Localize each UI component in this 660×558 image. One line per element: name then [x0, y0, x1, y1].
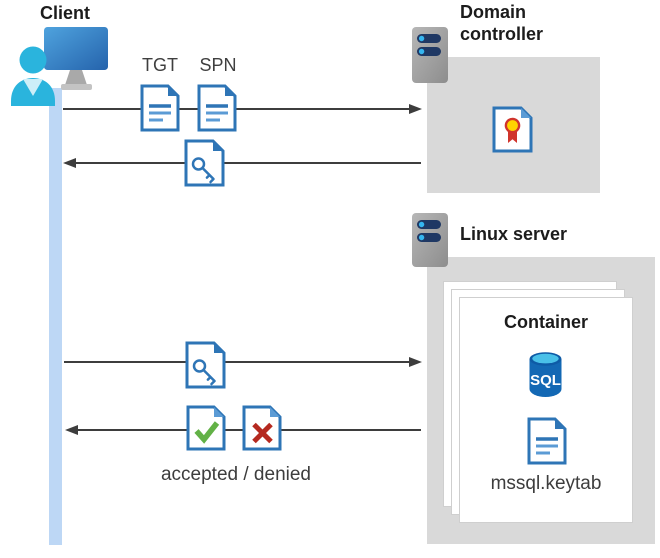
arrowhead-right-icon	[409, 357, 422, 367]
spn-label: SPN	[199, 55, 237, 75]
key-ticket-document-icon	[185, 341, 226, 389]
arrow-domain-controller-to-client	[63, 157, 421, 169]
arrow-shaft	[64, 361, 409, 363]
tgt-label: TGT	[142, 55, 178, 75]
keytab-document-icon	[527, 417, 567, 465]
server-icon	[412, 27, 448, 83]
tgt-document-icon	[140, 84, 180, 132]
auth-result-label: accepted / denied	[160, 464, 311, 485]
container-title: Container	[503, 312, 588, 332]
arrow-shaft	[76, 162, 421, 164]
arrowhead-left-icon	[63, 158, 76, 168]
arrow-client-to-domain-controller	[63, 103, 422, 115]
client-label: Client	[39, 3, 90, 23]
user-at-monitor-icon	[6, 24, 108, 106]
keytab-label: mssql.keytab	[490, 473, 602, 494]
accepted-check-document-icon	[186, 405, 226, 451]
linux-server-label: Linux server	[460, 224, 568, 244]
client-lifeline	[49, 88, 62, 545]
spn-document-icon	[197, 84, 237, 132]
arrowhead-left-icon	[65, 425, 78, 435]
key-ticket-document-icon	[184, 139, 225, 187]
container-card-front	[459, 297, 633, 523]
domain-controller-label: Domain controller	[460, 2, 544, 44]
denied-cross-document-icon	[242, 405, 282, 451]
arrow-client-to-linux-server	[64, 356, 422, 368]
arrowhead-right-icon	[409, 104, 422, 114]
sql-badge-text: SQL	[530, 372, 561, 389]
sql-database-icon: SQL	[527, 351, 564, 398]
server-icon	[412, 213, 448, 267]
certificate-icon	[492, 106, 533, 153]
